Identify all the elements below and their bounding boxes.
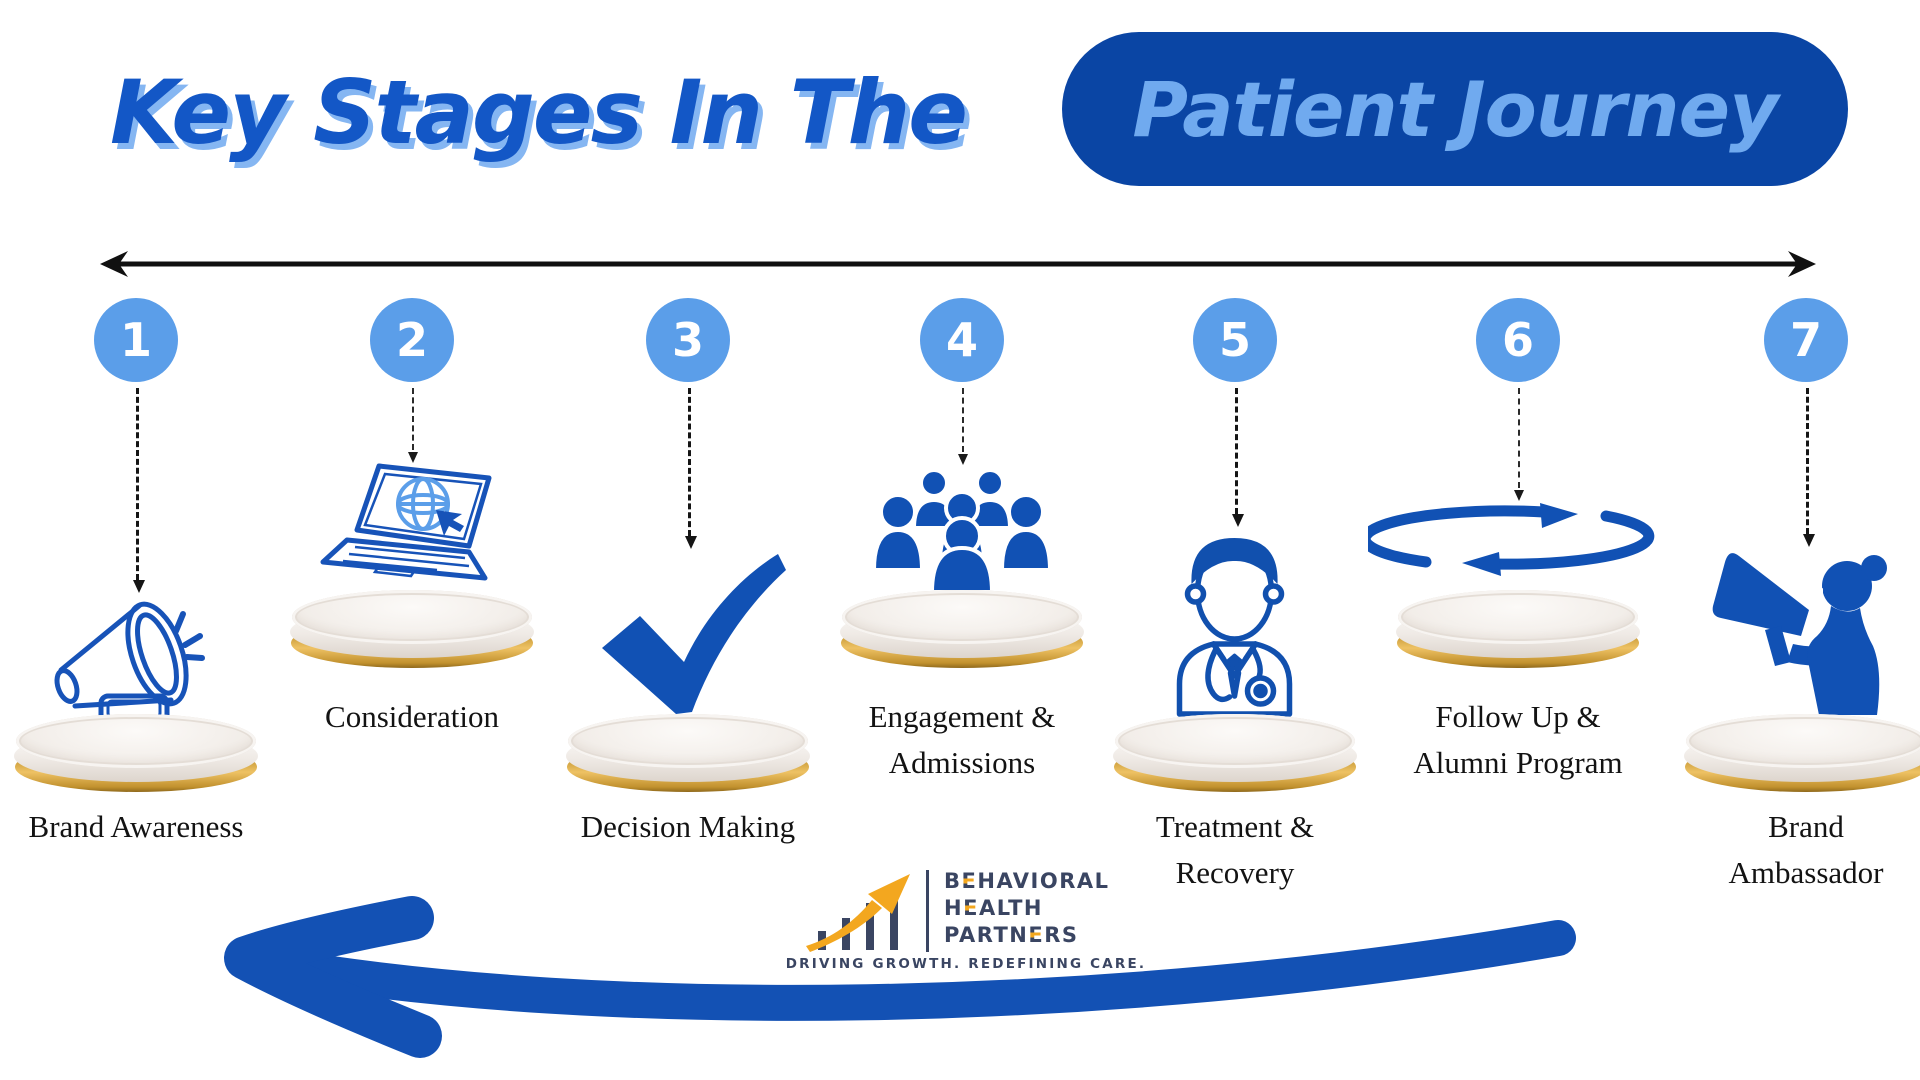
pedestal [1396,590,1640,670]
pedestal [1684,714,1920,794]
logo-bars-growth-icon [806,874,910,952]
dashed-arrow [408,388,418,463]
dashed-arrow [1514,388,1524,501]
pedestal [290,590,534,670]
dashed-arrow [958,388,968,465]
loop-arrows-icon [1368,502,1668,577]
logo-wordmark: BEHAVIORAL HEALTH PARTNERS [944,869,1110,947]
logo-tagline: DRIVING GROWTH. REDEFINING CARE. [785,956,1147,972]
laptop-globe-icon [317,462,507,592]
pedestal [1113,714,1357,794]
stage-label: Consideration [325,699,499,734]
pedestal [566,714,810,794]
stage-3: 3 Decision Making [538,0,838,920]
stage-number-badge: 2 [370,298,454,382]
announcer-woman-icon [1711,550,1901,715]
dashed-arrow [132,388,145,593]
stage-label: Brand Awareness [28,809,244,844]
dashed-arrow [1231,388,1244,527]
stage-number-badge: 3 [646,298,730,382]
stage-6: 6 Follow Up &Alumni Program [1368,0,1668,920]
stage-label: Engagement &Admissions [868,699,1056,780]
stage-label: Decision Making [580,809,796,844]
stage-label: Follow Up &Alumni Program [1413,699,1623,780]
doctor-icon [1158,528,1313,718]
stage-label: Treatment &Recovery [1155,809,1315,890]
pedestal [14,714,258,794]
title-highlight-pill: Patient Journey [1062,32,1848,186]
stage-number-badge: 7 [1764,298,1848,382]
stage-number-badge: 4 [920,298,1004,382]
stage-number-badge: 1 [94,298,178,382]
checkmark-icon [588,550,788,720]
logo-divider [926,870,929,952]
timeline-double-arrow [100,251,1816,277]
stage-number-badge: 5 [1193,298,1277,382]
behavioral-health-partners-logo: BEHAVIORAL HEALTH PARTNERS DRIVING GROWT… [778,858,1154,980]
pedestal [840,590,1084,670]
return-loop-arrow [224,896,1576,1058]
stage-number-badge: 6 [1476,298,1560,382]
megaphone-icon [31,594,241,724]
page-title: Key Stages In The [110,61,968,164]
stage-1: 1 Brand Awareness [0,0,286,920]
stage-4: 4 Engagement &Admissions [812,0,1112,920]
title-highlight-text: Patient Journey [1132,64,1778,154]
dashed-arrow [1802,388,1815,547]
stage-5: 5 Treatment &Recovery [1085,0,1385,920]
dashed-arrow [684,388,697,549]
stage-2: 2 Consideration [262,0,562,920]
people-group-icon [874,466,1050,592]
